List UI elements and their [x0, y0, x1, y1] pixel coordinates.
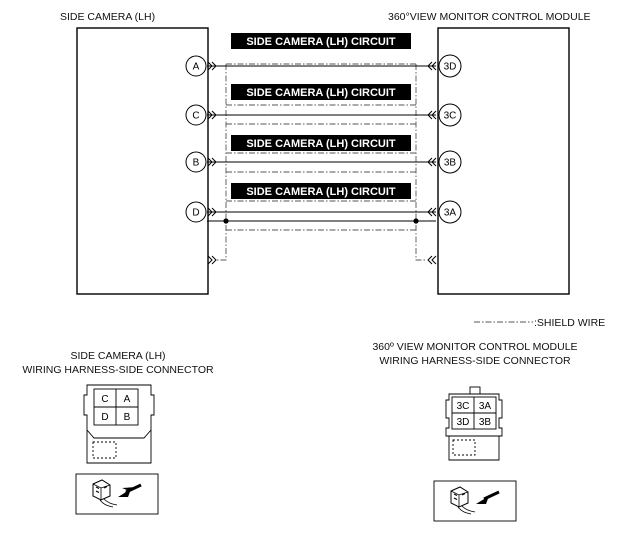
terminal-3c-label: 3C: [444, 111, 457, 122]
right-connector-mark-3d: [427, 61, 437, 71]
terminal-3c-circle: [438, 103, 462, 127]
terminal-b-label: B: [193, 158, 200, 169]
circuit-label-2: SIDE CAMERA (LH) CIRCUIT: [246, 87, 396, 99]
terminal-3d-label: 3D: [444, 62, 457, 73]
right-connector-title-1: 360º VIEW MONITOR CONTROL MODULE: [372, 341, 577, 353]
right-connector-face: [445, 386, 503, 461]
left-cell-c: C: [101, 394, 108, 405]
right-cell-3a: 3A: [479, 401, 492, 412]
terminal-a-label: A: [193, 62, 200, 73]
terminal-3a-circle: [438, 200, 462, 224]
right-module-title: 360°VIEW MONITOR CONTROL MODULE: [388, 11, 591, 23]
left-connector-title-2: WIRING HARNESS-SIDE CONNECTOR: [22, 364, 214, 376]
right-view-direction-icon: [433, 480, 517, 522]
right-connector-latch: [469, 386, 481, 395]
terminal-c-label: C: [192, 111, 199, 122]
left-view-direction-icon: [75, 473, 159, 515]
circuit-label-4: SIDE CAMERA (LH) CIRCUIT: [246, 186, 396, 198]
terminal-a-circle: [185, 55, 207, 77]
terminal-d-circle: [185, 201, 207, 223]
right-connector-lock-outline: [452, 439, 476, 456]
shield-left-vertical: [216, 64, 227, 261]
left-junction-dot: [223, 218, 229, 224]
circuit-bands: SIDE CAMERA (LH) CIRCUIT SIDE CAMERA (LH…: [231, 33, 411, 199]
left-connector-mark-c: [207, 110, 217, 120]
right-junction-dot: [413, 218, 419, 224]
right-connector-mark-shield: [427, 255, 437, 265]
right-terminals: 3D 3C 3B 3A: [438, 54, 462, 224]
left-connector-mark-b: [207, 157, 217, 167]
left-cell-a: A: [124, 394, 131, 405]
circuit-band-3: [231, 135, 411, 151]
terminal-c-circle: [185, 104, 207, 126]
left-connector-face: [83, 384, 155, 464]
connector-marks: [207, 61, 437, 265]
terminal-3d-circle: [438, 54, 462, 78]
left-connector-lock-outline: [92, 441, 117, 459]
left-module-title: SIDE CAMERA (LH): [60, 11, 155, 23]
shield-right-vertical: [415, 64, 427, 261]
circuit-label-1: SIDE CAMERA (LH) CIRCUIT: [246, 36, 396, 48]
terminal-3b-circle: [438, 150, 462, 174]
circuit-band-2: [231, 84, 411, 100]
right-connector-mark-3a: [427, 207, 437, 217]
wire-lines: [207, 65, 436, 222]
right-connector-mark-3b: [427, 157, 437, 167]
shield-lines: [216, 63, 427, 261]
circuit-band-1: [231, 33, 411, 49]
right-cell-3c: 3C: [457, 401, 470, 412]
left-connector-title-1: SIDE CAMERA (LH): [70, 350, 165, 362]
terminal-3a-label: 3A: [444, 208, 457, 219]
terminal-b-circle: [185, 151, 207, 173]
terminal-d-label: D: [192, 208, 199, 219]
right-connector-title-2: WIRING HARNESS-SIDE CONNECTOR: [379, 355, 571, 367]
left-connector-mark-d: [207, 207, 217, 217]
left-connector-mark-shield: [207, 255, 217, 265]
right-connector-mark-3c: [427, 110, 437, 120]
left-connector-mark-a: [207, 61, 217, 71]
circuit-label-3: SIDE CAMERA (LH) CIRCUIT: [246, 138, 396, 150]
right-cell-3d: 3D: [457, 417, 470, 428]
left-connector-housing: [83, 384, 155, 439]
left-cell-d: D: [101, 412, 108, 423]
left-cell-b: B: [124, 412, 131, 423]
legend-shield-label: :SHIELD WIRE: [534, 317, 605, 329]
right-cell-3b: 3B: [479, 417, 492, 428]
left-terminals: A C B D: [185, 55, 207, 223]
circuit-band-4: [231, 183, 411, 199]
terminal-3b-label: 3B: [444, 158, 457, 169]
right-connector-housing: [445, 393, 503, 437]
